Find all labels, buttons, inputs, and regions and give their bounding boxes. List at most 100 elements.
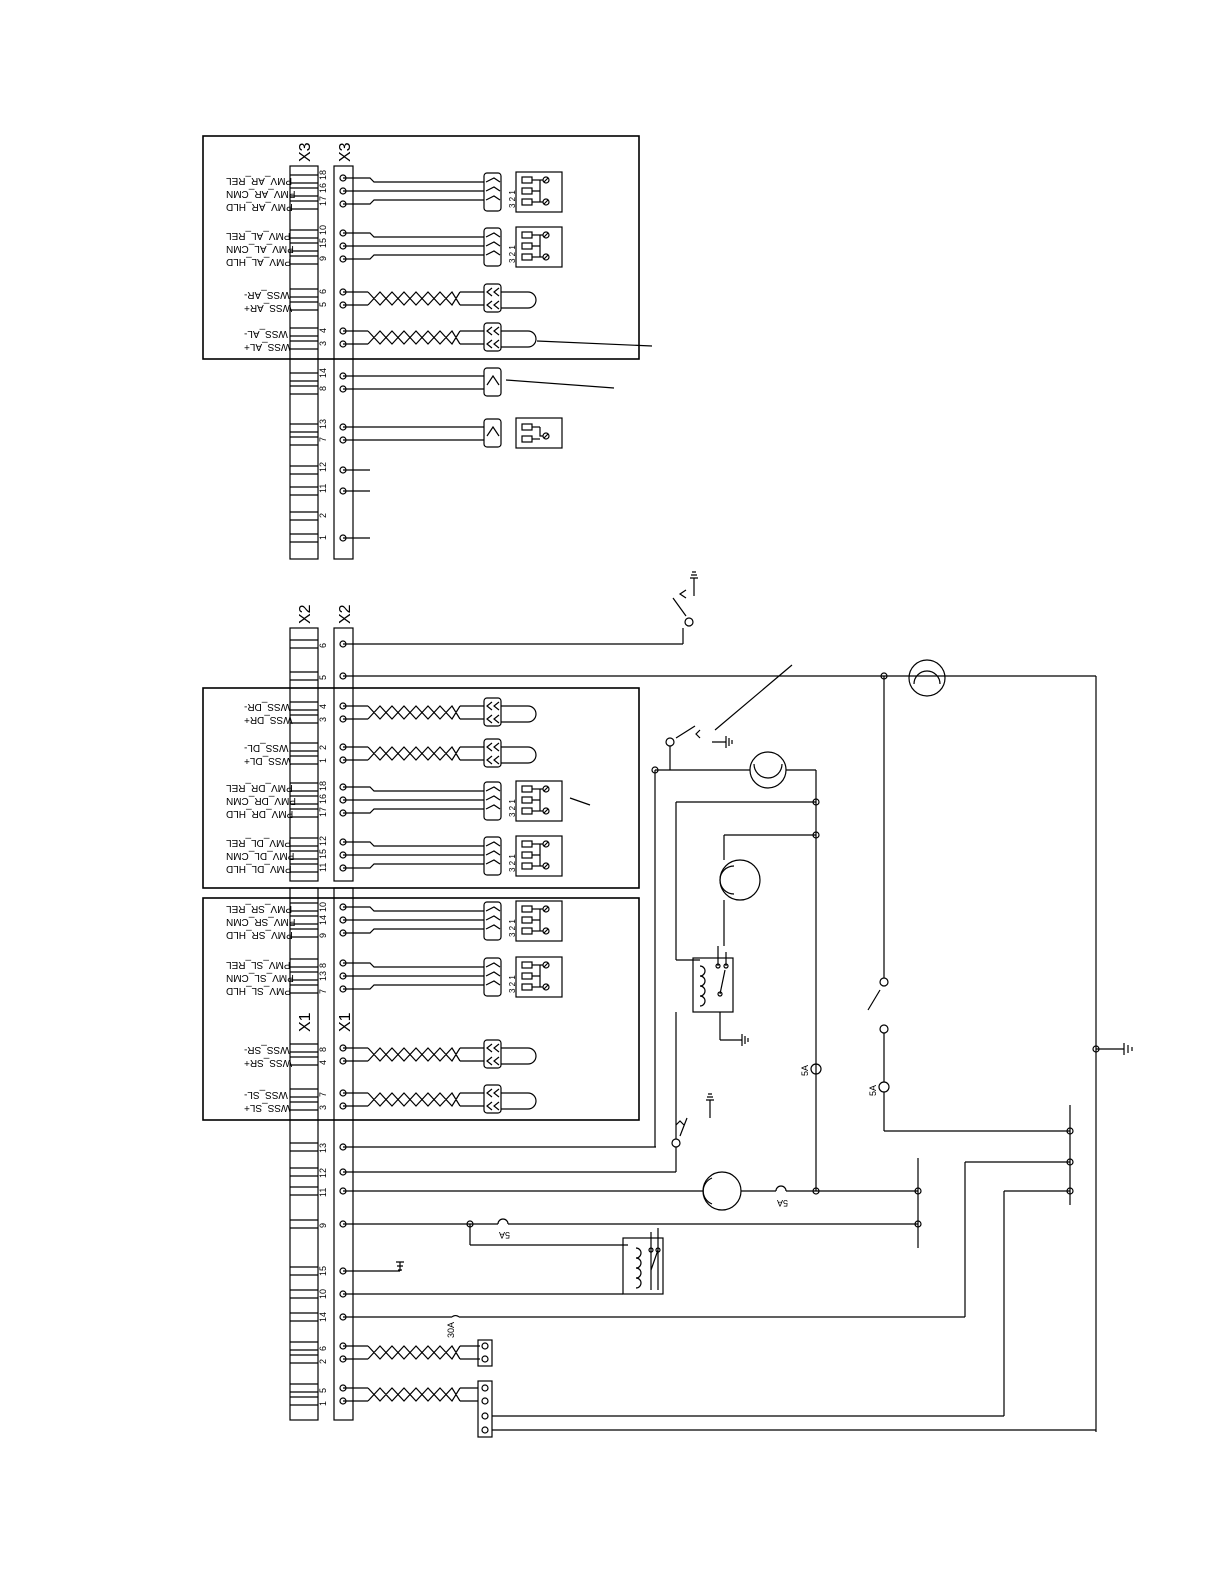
pin-number: 15 — [318, 238, 328, 248]
signal-label: PMV_AL_REL — [226, 230, 291, 241]
pin-number: 16 — [318, 794, 328, 804]
valve-dl: 3 2 1 — [483, 835, 563, 877]
wheel-sensor-al — [483, 322, 653, 352]
fuse-label: 5A — [499, 1230, 510, 1240]
valve-sl: 3 2 1 — [483, 956, 563, 998]
pin-number: 8 — [318, 386, 328, 391]
wheel-sensor-ar — [483, 283, 537, 313]
signal-label: WSS_SL+ — [244, 1102, 291, 1113]
x1-terminal-strip — [333, 887, 354, 1421]
pin-number: 14 — [318, 368, 328, 378]
valve-pin-numbers: 3 2 1 — [508, 854, 517, 872]
pin-number: 1 — [318, 758, 328, 763]
signal-label: PMV_SR_REL — [226, 903, 293, 914]
connector-x3: X3 X3 PMV_AR_REL PMV_AR_CMN PMV_AR_HLD P… — [202, 135, 653, 560]
twisted-pair-wss-sl — [367, 1092, 461, 1107]
fuse-label: 5A — [800, 1065, 810, 1076]
fuse-label: 5A — [777, 1198, 788, 1208]
pin-number: 12 — [318, 1168, 328, 1178]
pin-number: 9 — [318, 933, 328, 938]
pin-number: 10 — [318, 902, 328, 912]
signal-label: WSS_DR- — [244, 701, 290, 712]
signal-label: PMV_SL_CMN — [226, 972, 294, 983]
pin-number: 15 — [318, 1266, 328, 1276]
x2-harness-strip — [289, 627, 319, 882]
signal-label: PMV_AR_REL — [226, 175, 293, 186]
signal-label: PMV_DR_REL — [226, 782, 293, 793]
pin-number: 18 — [318, 781, 328, 791]
signal-label: WSS_DL- — [244, 742, 288, 753]
x3-label-right: X3 — [337, 142, 354, 162]
valve-sr: 3 2 1 — [483, 900, 563, 942]
signal-label: PMV_AR_HLD — [226, 201, 293, 212]
signal-label: WSS_AL+ — [244, 341, 291, 352]
can-connector — [477, 1339, 493, 1367]
pin-number: 7 — [318, 1092, 328, 1097]
signal-label: PMV_AR_CMN — [226, 188, 295, 199]
wheel-sensor-sr — [483, 1039, 537, 1069]
twisted-pair-can-2 — [367, 1387, 461, 1402]
x3-terminal-strip — [333, 165, 354, 560]
pin-number: 3 — [318, 341, 328, 346]
signal-label: WSS_AR+ — [244, 302, 292, 313]
pin-number: 11 — [318, 863, 328, 872]
pin-number: 13 — [318, 971, 328, 981]
pin-number: 2 — [318, 745, 328, 750]
pin-number: 2 — [318, 513, 328, 518]
pin-number: 17 — [318, 196, 328, 206]
x2-terminal-strip — [333, 627, 354, 882]
twisted-pair-can-1 — [367, 1345, 461, 1360]
signal-label: PMV_SR_CMN — [226, 916, 295, 927]
signal-label: WSS_SR- — [244, 1044, 290, 1055]
x2-label-left: X2 — [297, 604, 314, 624]
pin-number: 14 — [318, 915, 328, 925]
twisted-pair-wss-dl — [367, 746, 461, 761]
signal-label: PMV_AL_CMN — [226, 243, 294, 254]
pin-number: 10 — [318, 1289, 328, 1299]
x1-label-left: X1 — [297, 1012, 314, 1032]
pin-number: 5 — [318, 675, 328, 680]
pin-number: 13 — [318, 1143, 328, 1153]
pin-number: 17 — [318, 807, 328, 817]
valve-al: 3 2 1 — [483, 226, 563, 268]
fuse-label: 30A — [446, 1322, 456, 1338]
x1-label-right: X1 — [337, 1012, 354, 1032]
signal-label: WSS_AR- — [244, 289, 290, 300]
signal-label: PMV_AL_HLD — [226, 256, 291, 267]
valve-pin-numbers: 3 2 1 — [508, 975, 517, 993]
valve-pin-numbers: 3 2 1 — [508, 919, 517, 937]
wheel-sensor-dr — [483, 697, 537, 727]
diagnostic-connector — [477, 1380, 493, 1438]
pin-number: 11 — [318, 484, 328, 493]
signal-label: WSS_SL- — [244, 1089, 288, 1100]
pin-number: 2 — [318, 1359, 328, 1364]
x1-harness-strip — [289, 887, 319, 1421]
valve-pin-numbers: 3 2 1 — [508, 245, 517, 263]
pin-number: 6 — [318, 289, 328, 294]
pin-number: 3 — [318, 1105, 328, 1110]
twisted-pair-wss-sr — [367, 1047, 461, 1062]
valve-dr: 3 2 1 — [483, 780, 591, 822]
x3-module-box — [202, 135, 640, 360]
pin-number: 9 — [318, 1223, 328, 1228]
pin-number: 6 — [318, 1346, 328, 1351]
pin-number: 4 — [318, 1060, 328, 1065]
fuse-label: 5A — [868, 1085, 878, 1096]
pin-number: 18 — [318, 170, 328, 180]
pin-number: 5 — [318, 302, 328, 307]
pin-number: 9 — [318, 256, 328, 261]
signal-label: WSS_AL- — [244, 328, 288, 339]
pin-number: 7 — [318, 989, 328, 994]
x2-label-right: X2 — [337, 604, 354, 624]
connector-x2: X2 X2 WSS_DR- WSS_DR+ WSS_DL- WSS_DL+ PM… — [202, 604, 1096, 889]
signal-label: PMV_DR_CMN — [226, 795, 296, 806]
pin-number: 8 — [318, 1047, 328, 1052]
pin-number: 12 — [318, 462, 328, 472]
pin-number: 1 — [318, 1401, 328, 1406]
signal-label: PMV_SL_REL — [226, 959, 291, 970]
pin-number: 4 — [318, 704, 328, 709]
signal-label: PMV_SR_HLD — [226, 929, 293, 940]
power-circuit: 5A 30A — [396, 571, 1133, 1432]
pin-number: 4 — [318, 328, 328, 333]
